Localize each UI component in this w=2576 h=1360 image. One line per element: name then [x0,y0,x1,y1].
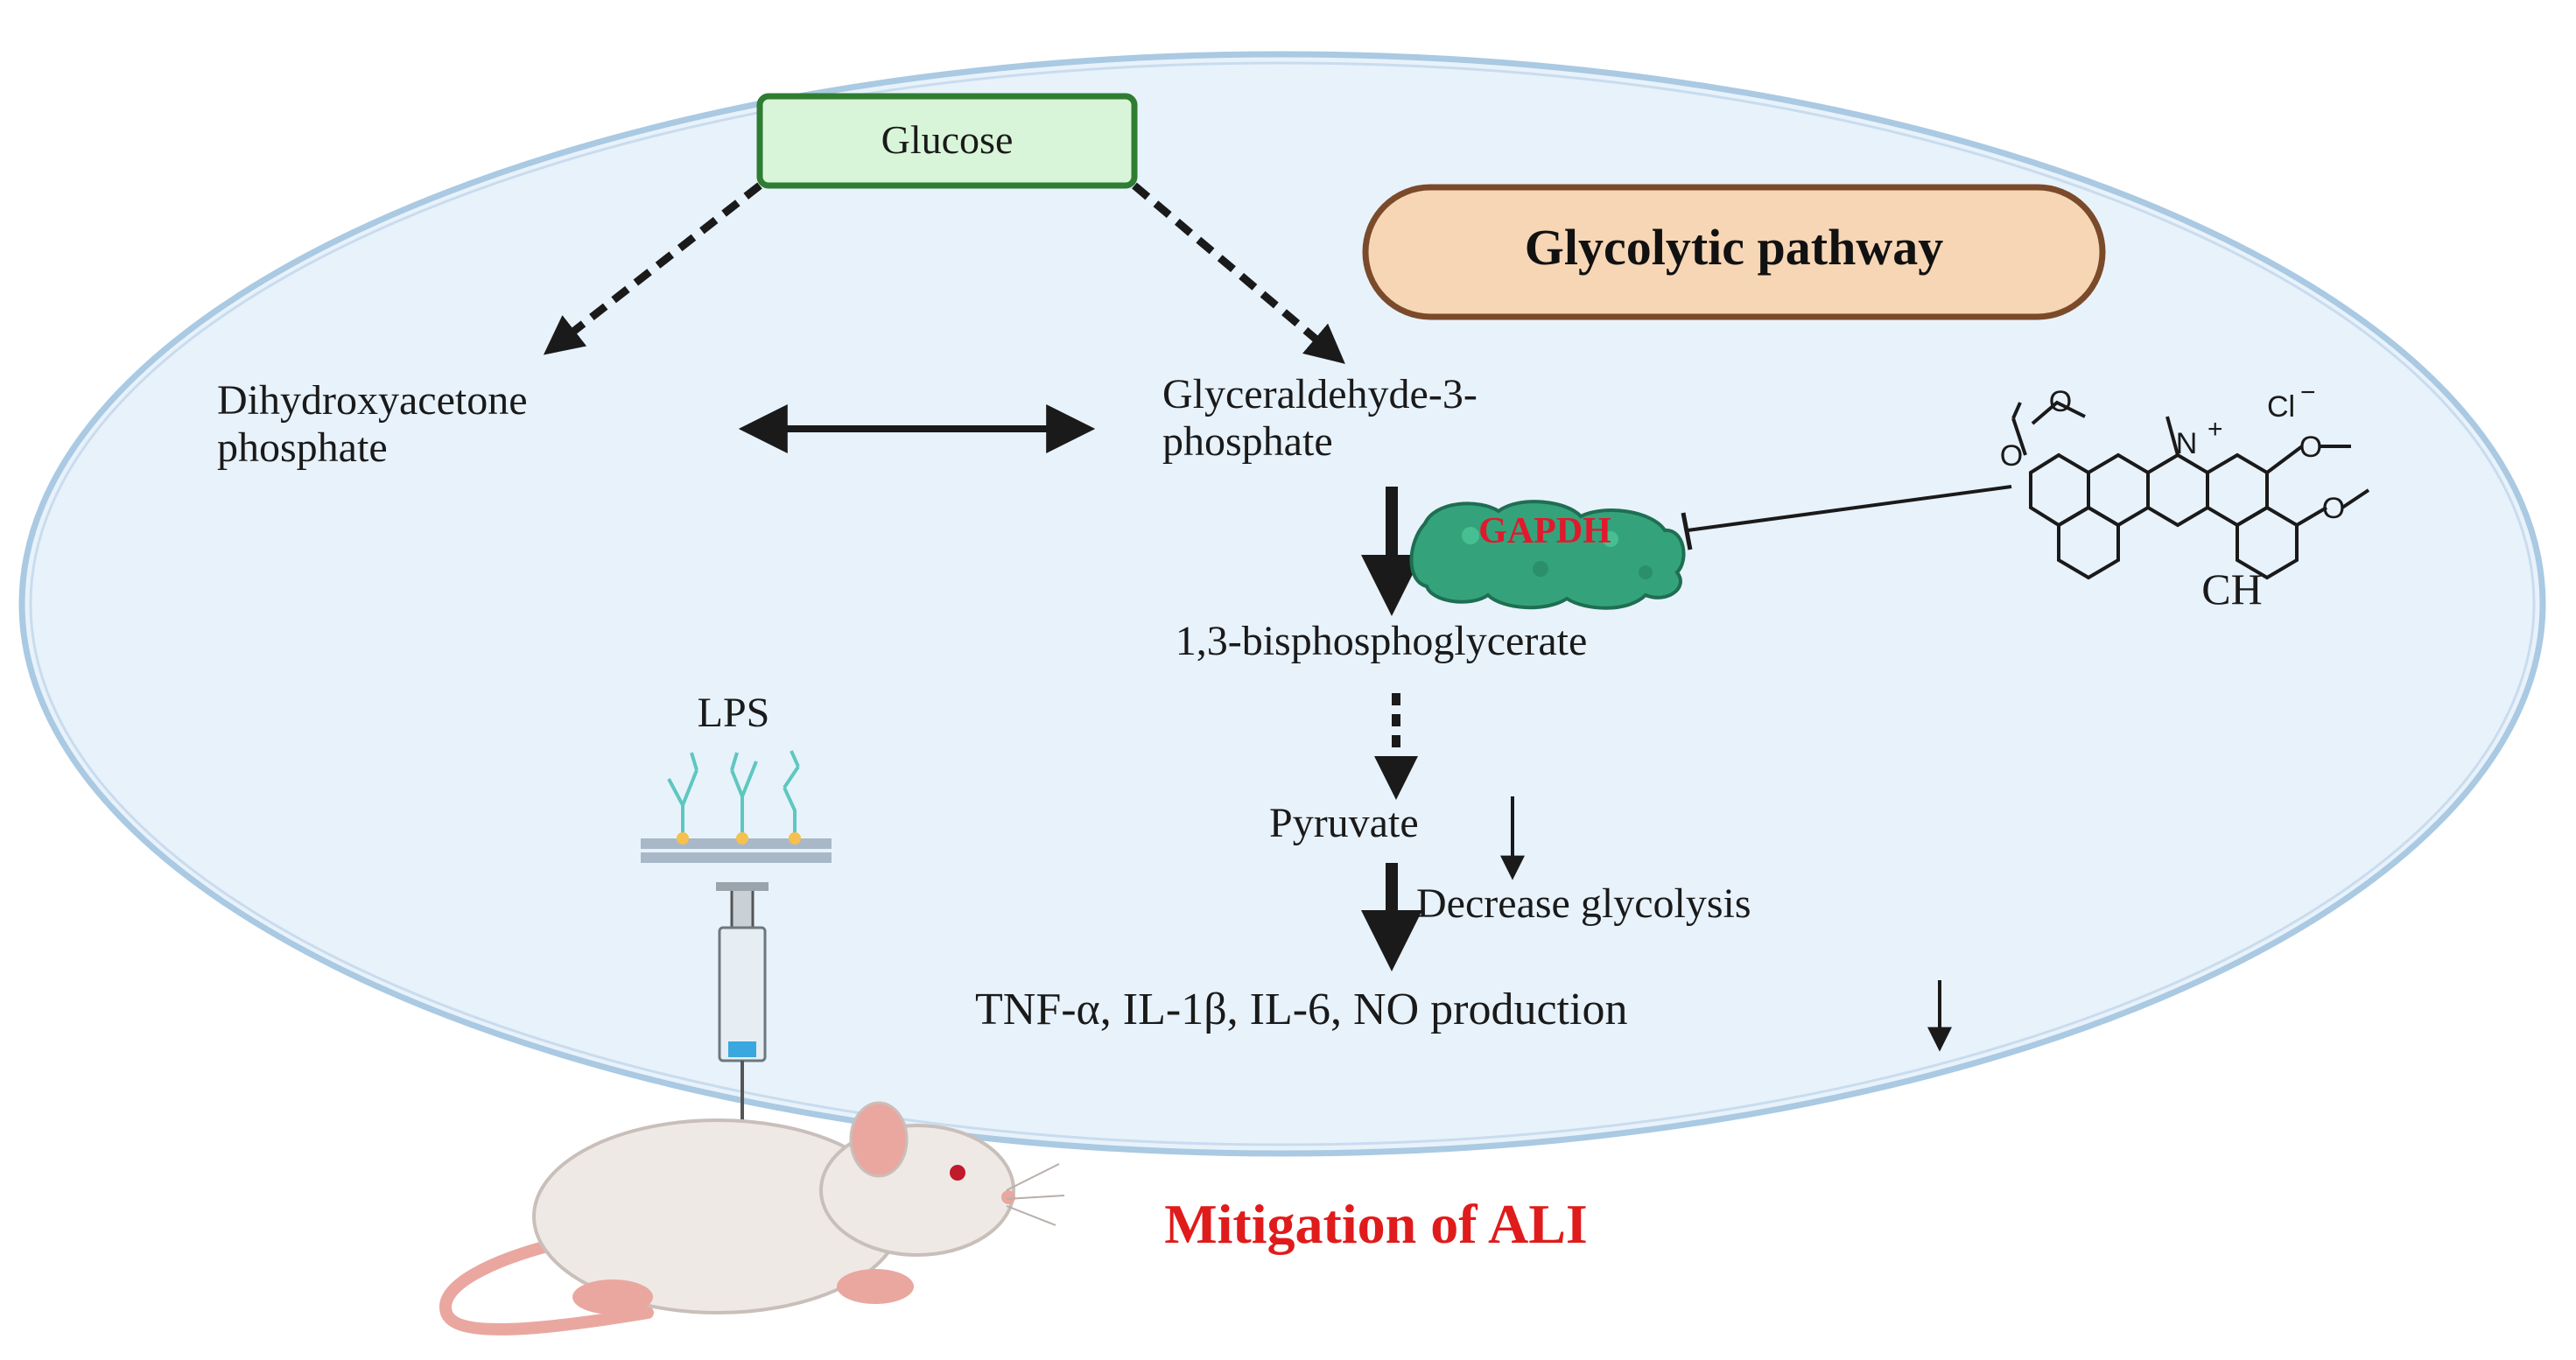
pyruvate-label: Pyruvate [1269,800,1419,846]
lps-membrane [641,750,832,863]
bpg-label: 1,3-bisphosphoglycerate [1176,618,1588,664]
oxygen-atom-4: O [2322,492,2345,525]
g3p-label-line1: Glyceraldehyde-3- [1162,371,1478,417]
cytokines-label: TNF-α, IL-1β, IL-6, NO production [975,985,1627,1034]
chloride-charge: − [2300,378,2316,407]
mouse-icon [439,1101,1065,1335]
gapdh-enzyme [1409,500,1686,610]
arrow-glucose-to-dhap [543,182,762,355]
mitigation-label: Mitigation of ALI [1164,1193,1588,1255]
inhibition-line [1687,485,2012,532]
chloride-ion: Cl [2267,390,2295,424]
cell-membrane-inner [29,61,2536,1146]
decrease-glycolysis-label: Decrease glycolysis [1416,880,1751,927]
pathway-title: Glycolytic pathway [1525,219,1943,276]
nitrogen-charge: + [2207,415,2223,444]
g3p-label-line2: phosphate [1162,418,1333,465]
dhap-label-line1: Dihydroxyacetone [217,377,528,424]
oxygen-atom-2: O [2000,439,2023,473]
arrow-glucose-to-g3p [1132,182,1345,364]
ch-structure [2011,400,2370,580]
pathway-title-box [1362,184,2106,320]
gapdh-label: GAPDH [1478,511,1611,551]
oxygen-atom-3: O [2299,431,2322,464]
glucose-label: Glucose [881,117,1014,162]
syringe-icon [716,882,769,1120]
glucose-box [756,93,1138,189]
lps-label: LPS [698,690,770,736]
cell-membrane [18,51,2546,1157]
inhibition-bar [1681,512,1693,550]
oxygen-atom-1: O [2049,385,2072,418]
ch-label: CH [2201,564,2262,613]
dhap-label-line2: phosphate [217,424,388,471]
nitrogen-atom: N [2176,427,2198,460]
ch-atom-labels: O O N + Cl − O O [2000,378,2345,525]
